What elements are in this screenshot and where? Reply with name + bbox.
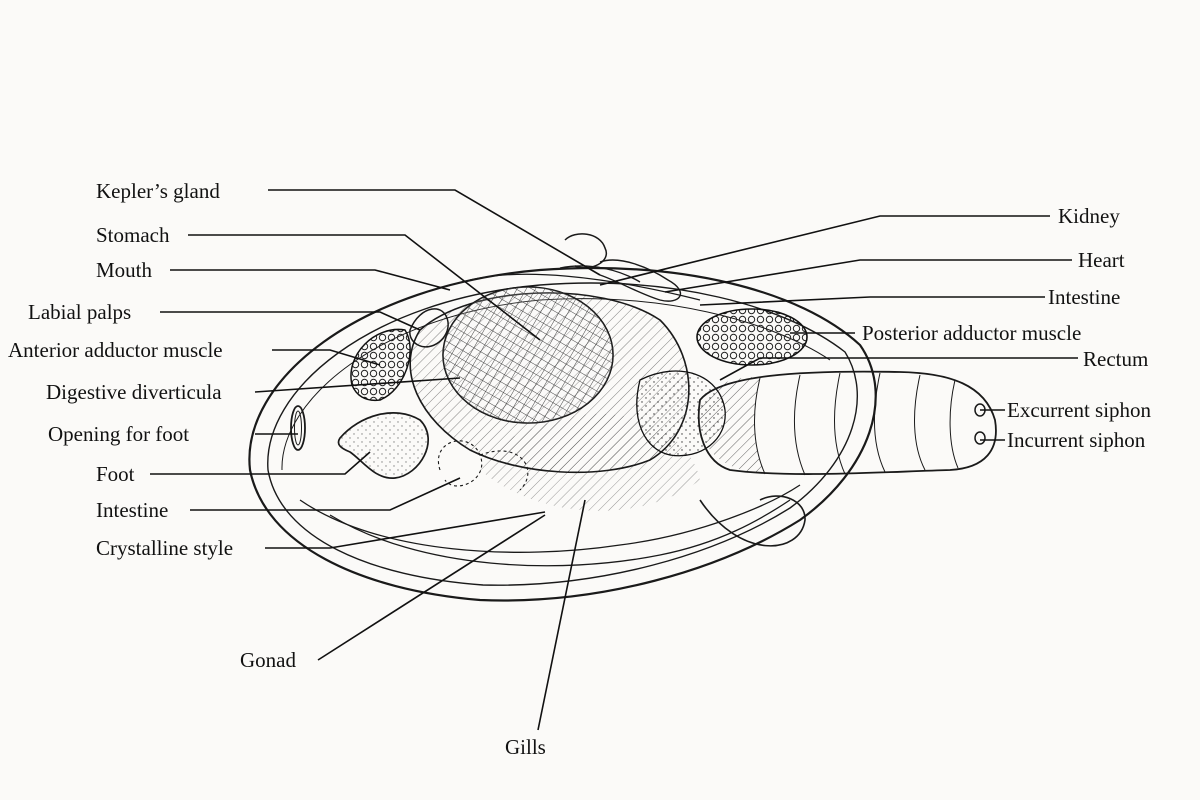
anterior-adductor-organ xyxy=(350,328,411,402)
leader-lines xyxy=(150,189,1078,731)
labial-palps-organ xyxy=(409,308,449,348)
label-kidney: Kidney xyxy=(1058,204,1120,228)
leader-kidney xyxy=(599,215,1050,286)
leader-anterior-adductor xyxy=(272,349,381,366)
leader-gills xyxy=(537,499,586,731)
label-intestine-left: Intestine xyxy=(96,498,168,522)
label-digestive-diverticula: Digestive diverticula xyxy=(46,380,222,404)
leader-rectum xyxy=(719,357,1078,381)
label-heart: Heart xyxy=(1078,248,1125,272)
label-opening-for-foot: Opening for foot xyxy=(48,422,189,446)
label-incurrent-siphon: Incurrent siphon xyxy=(1007,428,1146,452)
leader-stomach xyxy=(188,234,541,341)
leader-heart xyxy=(664,259,1072,293)
hinge-area xyxy=(469,233,701,302)
leader-mouth xyxy=(170,269,451,291)
stomach-organ xyxy=(442,286,614,424)
label-keplers-gland: Kepler’s gland xyxy=(96,179,220,203)
siphon xyxy=(697,370,997,476)
posterior-adductor-organ xyxy=(696,308,808,366)
leader-foot xyxy=(150,451,371,475)
label-posterior-adductor: Posterior adductor muscle xyxy=(862,321,1081,345)
foot-opening xyxy=(290,405,306,451)
leader-keplers-gland xyxy=(268,189,601,276)
label-crystalline-style: Crystalline style xyxy=(96,536,233,560)
label-excurrent-siphon: Excurrent siphon xyxy=(1007,398,1152,422)
leader-crystalline-style xyxy=(265,511,546,549)
label-anterior-adductor: Anterior adductor muscle xyxy=(8,338,223,362)
label-gonad: Gonad xyxy=(240,648,296,672)
label-intestine-right: Intestine xyxy=(1048,285,1120,309)
leader-digestive-diverticula xyxy=(254,377,461,393)
leader-intestine-left xyxy=(190,477,461,511)
leader-gonad xyxy=(317,514,546,661)
intestine-loop xyxy=(437,440,529,491)
label-rectum: Rectum xyxy=(1083,347,1148,371)
label-gills: Gills xyxy=(505,735,546,759)
foot-organ xyxy=(337,412,429,479)
label-labial-palps: Labial palps xyxy=(28,300,131,324)
label-stomach: Stomach xyxy=(96,223,170,247)
leader-labial-palps xyxy=(160,311,421,331)
labels: Kepler’s gland Stomach Mouth Labial palp… xyxy=(8,179,1152,759)
label-foot: Foot xyxy=(96,462,135,486)
leader-intestine-right xyxy=(699,296,1045,306)
label-mouth: Mouth xyxy=(96,258,153,282)
